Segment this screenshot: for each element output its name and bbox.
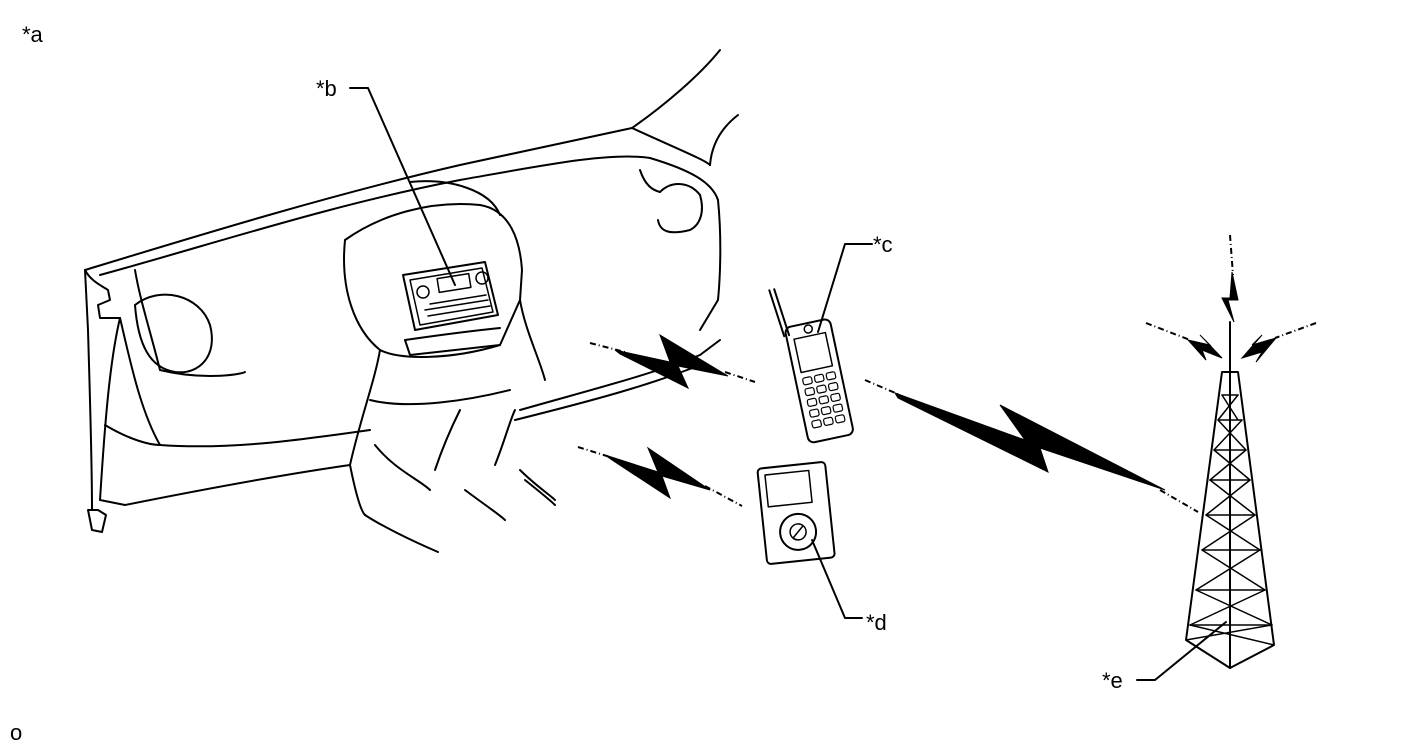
callout-label-d: *d <box>866 610 887 635</box>
corner-mark: o <box>10 720 23 745</box>
figure-label-a: *a <box>22 22 43 47</box>
head-unit-device <box>402 261 499 331</box>
callout-label-e: *e <box>1102 668 1123 693</box>
radio-tower-structure <box>1185 321 1275 669</box>
callout-label-c: *c <box>873 232 893 257</box>
signal-links <box>577 234 1317 513</box>
leader-lines <box>349 87 1227 681</box>
portable-audio-player-device <box>756 461 836 565</box>
cellular-phone-device <box>768 288 854 444</box>
callout-label-b: *b <box>316 76 337 101</box>
instrument-panel <box>84 49 739 553</box>
